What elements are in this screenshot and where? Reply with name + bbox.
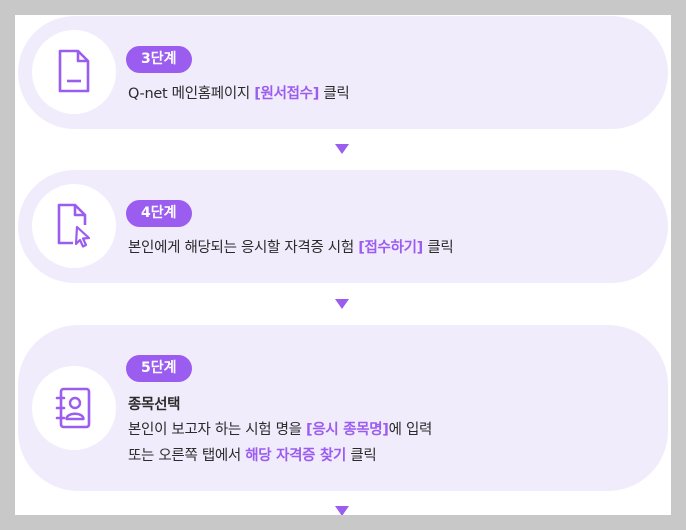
step-title: 종목선택 [128, 397, 181, 413]
step-instruction-2: 또는 오른쪽 탭에서 해당 자격증 찾기 클릭 [128, 444, 377, 465]
step-card-4: 4단계 본인에게 해당되는 응시할 자격증 시험 [접수하기] 클릭 [18, 170, 668, 283]
instruction-highlight: [응시 종목명] [306, 422, 389, 438]
instruction-text: 클릭 [423, 240, 454, 256]
instruction-text: 본인이 보고자 하는 시험 명을 [128, 422, 307, 438]
step-instruction: 본인이 보고자 하는 시험 명을 [응시 종목명]에 입력 [128, 418, 432, 439]
step-3-icon-circle [32, 30, 116, 114]
instruction-text: 또는 오른쪽 탭에서 [128, 448, 246, 464]
instruction-highlight: 해당 자격증 찾기 [245, 448, 347, 464]
steps-frame: 3단계 Q-net 메인홈페이지 [원서접수] 클릭 4단계 본인에게 해당되는… [15, 15, 671, 515]
step-card-3: 3단계 Q-net 메인홈페이지 [원서접수] 클릭 [18, 16, 668, 129]
instruction-highlight: [접수하기] [358, 240, 424, 256]
step-card-5: 5단계 종목선택 본인이 보고자 하는 시험 명을 [응시 종목명]에 입력 또… [18, 325, 668, 491]
step-4-icon-circle [32, 184, 116, 268]
step-badge: 3단계 [126, 46, 192, 73]
instruction-text: 에 입력 [388, 422, 433, 438]
step-instruction: 본인에게 해당되는 응시할 자격증 시험 [접수하기] 클릭 [128, 236, 454, 257]
instruction-text: 클릭 [319, 86, 350, 102]
step-5-icon-circle [32, 366, 116, 450]
instruction-text: 클릭 [346, 448, 377, 464]
address-book-icon [55, 387, 91, 429]
document-icon [58, 49, 90, 93]
step-instruction: Q-net 메인홈페이지 [원서접수] 클릭 [128, 82, 350, 103]
down-arrow [335, 299, 349, 309]
instruction-text: Q-net 메인홈페이지 [128, 86, 255, 102]
down-arrow [335, 144, 349, 154]
down-arrow [335, 506, 349, 515]
instruction-highlight: [원서접수] [254, 86, 320, 102]
instruction-text: 본인에게 해당되는 응시할 자격증 시험 [128, 240, 359, 256]
document-click-icon [57, 203, 91, 248]
step-badge: 4단계 [126, 200, 192, 227]
step-badge: 5단계 [126, 355, 192, 382]
